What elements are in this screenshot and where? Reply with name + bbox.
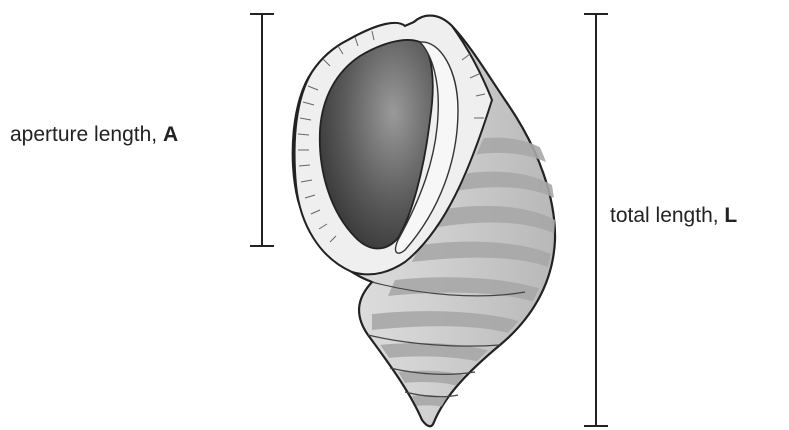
aperture-length-text: aperture length, <box>10 123 163 146</box>
shell-illustration <box>293 16 555 427</box>
total-length-symbol: L <box>724 204 737 227</box>
total-length-label: total length, L <box>610 205 737 226</box>
total-length-bracket <box>584 14 608 426</box>
total-length-text: total length, <box>610 204 724 227</box>
aperture-length-label: aperture length, A <box>10 124 178 145</box>
aperture-length-bracket <box>250 14 274 246</box>
aperture-length-symbol: A <box>163 123 178 146</box>
